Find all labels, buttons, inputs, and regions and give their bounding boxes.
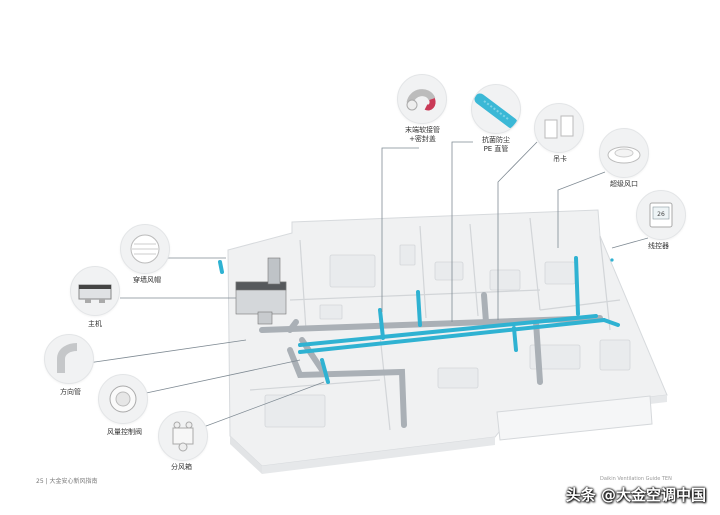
elbow-text: 方向管 [60,388,81,396]
page-footer: 25 | 大金安心新风指南 [36,476,98,485]
splitter-thumbnail [158,411,208,461]
supply-ducts [218,256,620,384]
diffuser-label: 超级风口 [610,180,638,189]
balcony [496,395,653,441]
hanger-text: 吊卡 [553,155,567,163]
main-unit-model [235,257,287,325]
pe-duct-label: 抗菌防尘 PE 直管 [482,136,510,154]
splitter-icon [172,421,194,452]
wall-cap-text: 穿墙风帽 [133,276,161,284]
end-hose-text: 末端软接管 +密封盖 [405,126,440,143]
controller-text: 线控器 [648,242,669,250]
main-unit-thumbnail [70,266,120,316]
furniture [264,244,631,428]
damper-thumbnail [98,374,148,424]
diffuser-text: 超级风口 [610,180,638,188]
wall-cap-thumbnail [120,224,170,274]
controller-thumbnail: 26 [636,190,686,240]
page-number: 25 | [36,478,48,485]
damper-text: 风量控制阀 [107,428,142,436]
footer-right-text: Daikin Ventilation Guide TEN [600,476,672,482]
controller-icon: 26 [649,202,673,228]
main-unit-text: 主机 [88,320,102,328]
splitter-text: 分风箱 [171,463,192,471]
elbow-thumbnail [44,334,94,384]
main-unit-icon [78,284,112,303]
pe-duct-thumbnail [471,84,521,134]
elbow-icon [57,343,78,373]
hanger-icon [544,115,574,139]
end-hose-label: 末端软接管 +密封盖 [405,126,440,144]
splitter-label: 分风箱 [171,463,192,472]
hanger-thumbnail [534,103,584,153]
guide-title: 大金安心新风指南 [49,478,98,485]
watermark: 头条 @大金空调中国 [565,486,706,504]
elbow-label: 方向管 [60,388,81,397]
wall-cap-label: 穿墙风帽 [133,276,161,285]
leader-lines [87,141,649,433]
end-hose-icon [406,89,436,111]
svg-text:26: 26 [657,211,665,218]
main-unit-label: 主机 [88,320,102,329]
diffuser-thumbnail [599,128,649,178]
hanger-label: 吊卡 [553,155,567,164]
damper-icon [109,385,137,413]
pe-duct-icon [474,93,518,129]
wall-cap-icon [130,234,160,264]
end-hose-thumbnail [397,74,447,124]
pe-duct-text: 抗菌防尘 PE 直管 [482,136,510,153]
diffuser-icon [607,146,641,164]
damper-label: 风量控制阀 [107,428,142,437]
controller-label: 线控器 [648,242,669,251]
